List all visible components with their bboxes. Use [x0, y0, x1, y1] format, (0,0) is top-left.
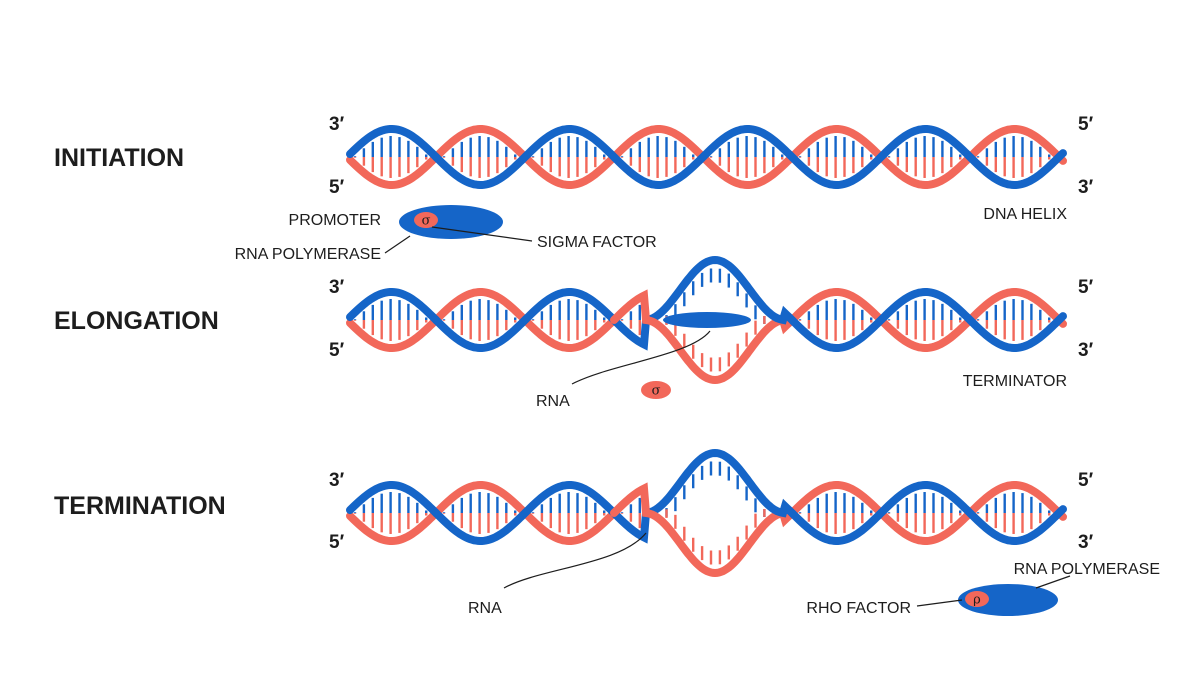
strand-b-backbone: [877, 316, 973, 352]
strand-a-backbone: [346, 288, 440, 324]
strand-a-backbone: [877, 481, 973, 517]
label-dna-helix: DNA HELIX: [983, 206, 1067, 223]
strand-b-backbone: [610, 125, 706, 161]
stage-title-elongation: ELONGATION: [54, 307, 219, 335]
end-label-right-bottom: 3′: [1078, 177, 1094, 198]
strand-b-backbone: [346, 316, 440, 352]
strand-b-backbone: [610, 482, 706, 573]
rna-polymerase-leader: [384, 235, 411, 254]
rna-strand-leader: [571, 330, 711, 385]
end-label-right-top: 5′: [1078, 114, 1094, 135]
label-rho-factor: RHO FACTOR: [806, 600, 911, 617]
strand-a-backbone: [877, 125, 973, 161]
sigma-glyph: σ: [422, 214, 431, 229]
free-sigma-factor: [641, 381, 671, 399]
label-rna: RNA: [468, 600, 502, 617]
strand-b-backbone: [699, 508, 795, 578]
strand-a-backbone: [1055, 312, 1067, 324]
strand-b-backbone: [432, 125, 528, 161]
strand-a-backbone: [966, 509, 1062, 545]
strand-b-backbone: [610, 289, 706, 380]
label-rna-polymerase: RNA POLYMERASE: [1014, 561, 1160, 578]
rho-glyph: ρ: [973, 593, 981, 608]
strand-b-backbone: [966, 125, 1062, 161]
strand-b-backbone: [788, 125, 884, 161]
strand-b-backbone: [877, 509, 973, 545]
strand-b-backbone: [966, 288, 1062, 324]
stage-title-initiation: INITIATION: [54, 144, 184, 172]
end-label-left-top: 3′: [329, 470, 345, 491]
rna-polymerase-leader: [1035, 575, 1071, 589]
strand-b-backbone: [699, 315, 795, 385]
dna-helix-elongation: [346, 255, 1067, 385]
end-label-right-top: 5′: [1078, 470, 1094, 491]
strand-a-backbone: [788, 509, 884, 545]
strand-b-backbone: [521, 316, 617, 352]
end-label-left-bottom: 5′: [329, 340, 345, 361]
strand-b-backbone: [346, 509, 440, 545]
end-label-left-top: 3′: [329, 277, 345, 298]
strand-b-backbone: [788, 288, 884, 324]
strand-a-backbone: [966, 153, 1062, 189]
sigma-factor-leader: [431, 226, 533, 242]
strand-a-backbone: [521, 125, 617, 161]
strand-a-backbone: [966, 316, 1062, 352]
strand-a-backbone: [521, 481, 617, 517]
strand-b-backbone: [432, 288, 528, 324]
strand-b-backbone: [521, 153, 617, 189]
strand-a-backbone: [699, 255, 795, 325]
strand-b-backbone: [521, 509, 617, 545]
label-terminator: TERMINATOR: [963, 373, 1067, 390]
strand-b-backbone: [346, 153, 440, 189]
end-label-right-bottom: 3′: [1078, 340, 1094, 361]
end-label-left-bottom: 5′: [329, 532, 345, 553]
strand-a-backbone: [521, 288, 617, 324]
end-label-left-top: 3′: [329, 114, 345, 135]
label-rna: RNA: [536, 393, 570, 410]
strand-a-backbone: [432, 316, 528, 352]
end-label-right-top: 5′: [1078, 277, 1094, 298]
dna-helix-termination: [346, 448, 1067, 578]
end-label-right-bottom: 3′: [1078, 532, 1094, 553]
rho-factor-leader: [916, 599, 963, 607]
strand-a-backbone: [788, 153, 884, 189]
rna-polymerase-enzyme: [958, 584, 1058, 616]
strand-a-backbone: [610, 453, 706, 544]
sigma-glyph: σ: [652, 384, 661, 399]
label-rna-polymerase: RNA POLYMERASE: [235, 246, 381, 263]
rna-strand-leader: [503, 532, 647, 589]
strand-b-backbone: [877, 153, 973, 189]
end-label-left-bottom: 5′: [329, 177, 345, 198]
strand-a-backbone: [610, 260, 706, 351]
label-sigma-factor: SIGMA FACTOR: [537, 234, 657, 251]
strand-a-backbone: [1055, 149, 1067, 161]
stage-title-termination: TERMINATION: [54, 492, 226, 520]
rna-polymerase-enzyme: [663, 312, 751, 328]
strand-a-backbone: [346, 481, 440, 517]
strand-b-backbone: [788, 481, 884, 517]
rho-factor-marker: [965, 591, 989, 607]
strand-b-backbone: [966, 481, 1062, 517]
strand-a-backbone: [1055, 505, 1067, 517]
strand-b-backbone: [699, 153, 795, 189]
strand-a-backbone: [699, 448, 795, 518]
dna-helix-initiation: [346, 125, 1067, 189]
strand-a-backbone: [432, 509, 528, 545]
strand-a-backbone: [699, 125, 795, 161]
sigma-factor-marker: [414, 212, 438, 228]
strand-a-backbone: [432, 153, 528, 189]
label-promoter: PROMOTER: [289, 212, 381, 229]
strand-a-backbone: [346, 125, 440, 161]
strand-a-backbone: [610, 153, 706, 189]
strand-a-backbone: [788, 316, 884, 352]
strand-b-backbone: [432, 481, 528, 517]
strand-a-backbone: [877, 288, 973, 324]
